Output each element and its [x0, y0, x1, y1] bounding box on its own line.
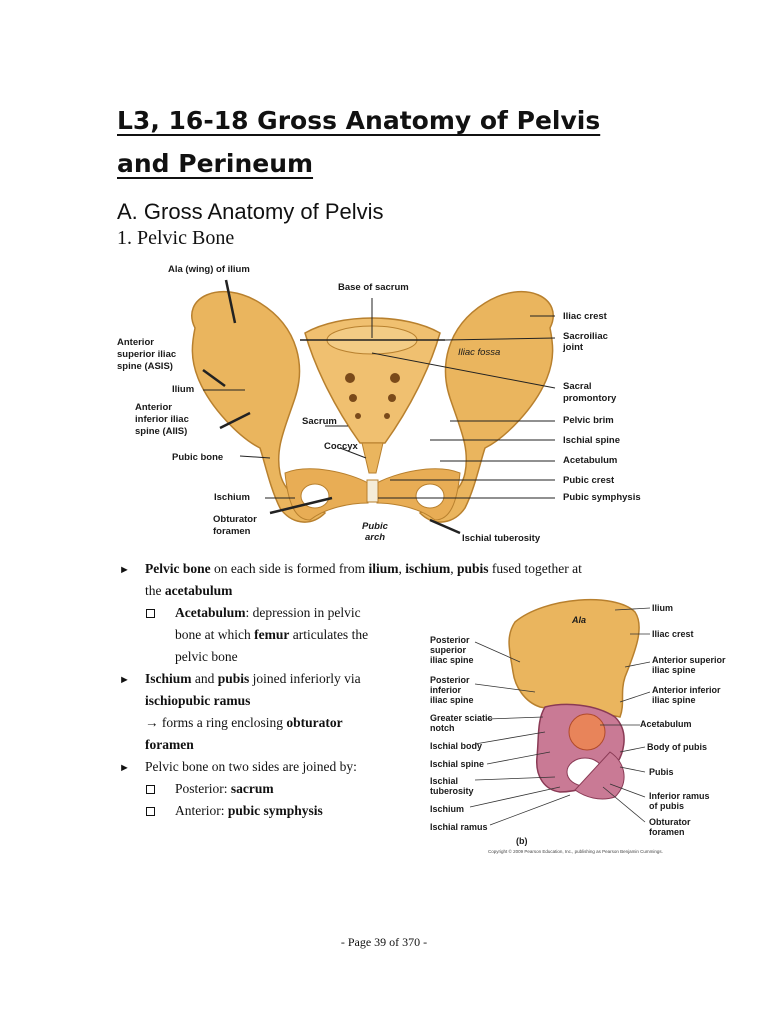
label-pubic-bone: Pubic bone [172, 452, 224, 463]
label-aiis-3: spine (AIIS) [135, 426, 188, 437]
label2-ischial-body: Ischial body [430, 741, 483, 751]
subbullet-anterior: Anterior: pubic symphysis [175, 803, 323, 818]
label-pubic-arch-2: arch [365, 532, 386, 543]
label2-ilium: Ilium [652, 603, 674, 613]
label-ilium: Ilium [172, 384, 195, 395]
page-title-line1: L3, 16-18 Gross Anatomy of Pelvis [117, 106, 601, 135]
label-sacral-promontory-2: promontory [563, 393, 617, 404]
label-sacroiliac-1: Sacroiliac [563, 331, 608, 342]
label-sacroiliac-2: joint [563, 342, 584, 353]
label-ala: Ala (wing) of ilium [168, 264, 250, 275]
bullet-marker: ► [119, 564, 130, 576]
label2-pubis: Pubis [649, 767, 674, 777]
label2-ischial-tuberosity-2: tuberosity [430, 786, 474, 796]
label2-ischial-spine: Ischial spine [430, 759, 485, 769]
label-base-sacrum: Base of sacrum [338, 282, 409, 293]
subbullet-acetabulum: Acetabulum: depression in pelvic bone at… [175, 605, 369, 664]
pelvis-anterior-figure [191, 279, 556, 535]
label2-ischium: Ischium [430, 804, 465, 814]
label2-psis-1: Posterior [430, 635, 470, 645]
figure2-copyright: Copyright © 2009 Pearson Education, Inc.… [488, 849, 663, 854]
label-acetabulum: Acetabulum [563, 455, 618, 466]
label-pubic-arch-1: Pubic [362, 521, 388, 532]
label2-aiis-2: iliac spine [652, 695, 696, 705]
label2-psis-3: iliac spine [430, 655, 474, 665]
label-asis-2: superior iliac [117, 349, 177, 360]
bullet-pelvic-bone: Pelvic bone on each side is formed from … [145, 561, 582, 598]
pelvis-illustration [191, 290, 554, 523]
label2-inferior-ramus-1: Inferior ramus [649, 791, 710, 801]
label2-iliac-crest: Iliac crest [652, 629, 694, 639]
bullet-marker: ► [119, 674, 130, 686]
hip-bone-illustration [508, 598, 640, 800]
label2-piis-3: iliac spine [430, 695, 474, 705]
label2-piis-2: inferior [430, 685, 462, 695]
label-pubic-symphysis: Pubic symphysis [563, 492, 641, 503]
label2-aiis-1: Anterior inferior [652, 685, 721, 695]
label-aiis-2: inferior iliac [135, 414, 189, 425]
page-footer: - Page 39 of 370 - [340, 935, 428, 949]
label2-asis-1: Anterior superior [652, 655, 726, 665]
label2-greater-sciatic-2: notch [430, 723, 455, 733]
label2-psis-2: superior [430, 645, 467, 655]
label2-ischial-tuberosity-1: Ischial [430, 776, 459, 786]
page-title-line2: and Perineum [117, 149, 314, 178]
label-coccyx: Coccyx [324, 441, 358, 452]
bullet-joined: Pelvic bone on two sides are joined by: [145, 759, 357, 774]
bullet-ischium-pubis: Ischium and pubis joined inferiorly via … [145, 671, 361, 752]
label2-inferior-ramus-2: of pubis [649, 801, 684, 811]
label2-ala: Ala [572, 615, 587, 625]
label2-asis-2: iliac spine [652, 665, 696, 675]
label2-greater-sciatic-1: Greater sciatic [430, 713, 493, 723]
label-sacrum: Sacrum [302, 416, 337, 427]
label-iliac-crest: Iliac crest [563, 311, 607, 322]
label-asis-3: spine (ASIS) [117, 361, 173, 372]
label-ischial-spine: Ischial spine [563, 435, 621, 446]
label-iliac-fossa: Iliac fossa [458, 347, 501, 358]
subbullet-posterior: Posterior: sacrum [175, 781, 274, 796]
label-asis-1: Anterior [117, 337, 154, 348]
bullet-marker: ► [119, 762, 130, 774]
section-heading: A. Gross Anatomy of Pelvis [117, 199, 384, 224]
subsection-heading: 1. Pelvic Bone [117, 227, 235, 249]
label-sacral-promontory-1: Sacral [563, 381, 592, 392]
hip-bone-lateral-figure [469, 598, 651, 826]
label-pubic-crest: Pubic crest [563, 475, 615, 486]
label2-panel-b: (b) [516, 836, 528, 846]
label-pelvic-brim: Pelvic brim [563, 415, 614, 426]
figure1-leader-lines [202, 279, 556, 535]
sub-bullet-marker [146, 807, 155, 816]
label2-ischial-ramus: Ischial ramus [430, 822, 488, 832]
label-obturator-2: foramen [213, 526, 251, 537]
figure2-leader-lines [469, 607, 651, 826]
label2-body-pubis: Body of pubis [647, 742, 707, 752]
label2-obturator-1: Obturator [649, 817, 691, 827]
label-aiis-1: Anterior [135, 402, 172, 413]
sub-bullet-marker [146, 609, 155, 618]
label-ischium: Ischium [214, 492, 250, 503]
label-ischial-tuberosity: Ischial tuberosity [462, 533, 541, 544]
label2-obturator-2: foramen [649, 827, 685, 837]
label2-acetabulum: Acetabulum [640, 719, 692, 729]
sub-bullet-marker [146, 785, 155, 794]
label-obturator-1: Obturator [213, 514, 257, 525]
label2-piis-1: Posterior [430, 675, 470, 685]
